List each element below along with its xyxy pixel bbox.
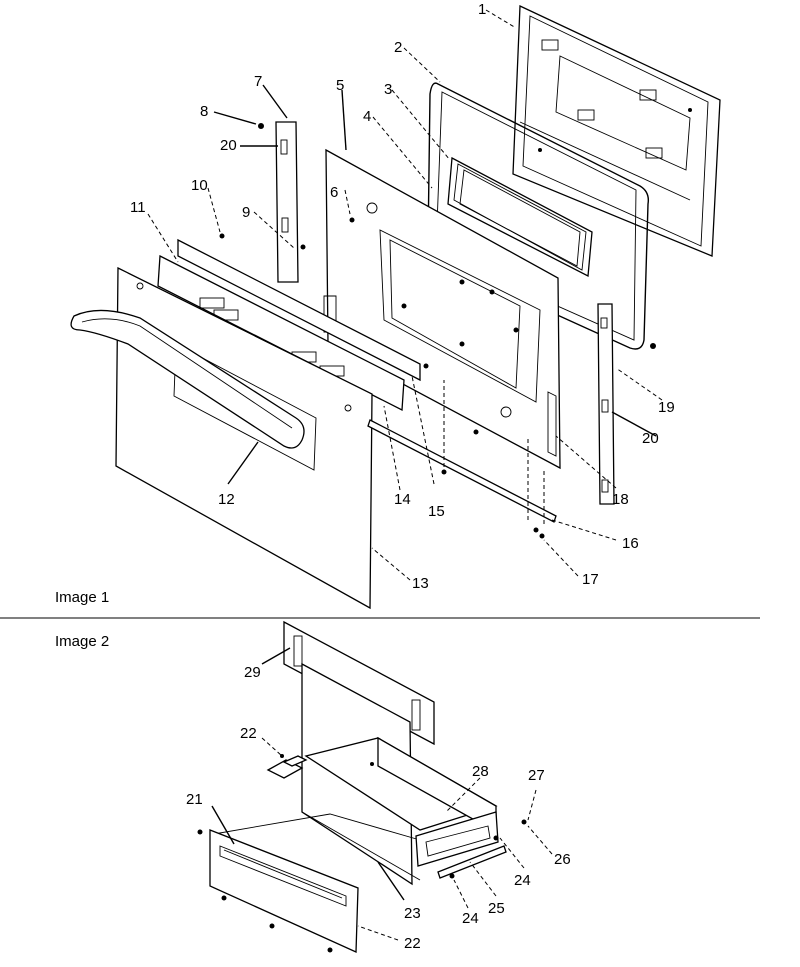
leader-lines-image-1	[147, 9, 663, 581]
callout-5: 5	[336, 77, 344, 94]
callout-6: 6	[330, 184, 338, 201]
callout-22b: 22	[404, 935, 421, 952]
panel-label-image-1: Image 1	[55, 589, 109, 606]
part-29-drawer-back	[283, 620, 435, 746]
callout-11: 11	[130, 199, 146, 216]
part-11-top-trim	[157, 238, 421, 412]
part-2-door-gasket	[427, 82, 650, 350]
callout-17: 17	[582, 571, 599, 588]
oven-door-assembly	[70, 4, 721, 610]
part-5-inner-panel	[325, 148, 561, 470]
callouts-image-2: 21 22 22 23 24 24 25 26 27 28 29	[186, 664, 571, 952]
callouts-image-1: 1 2 3 4 5 6 7 8 9 10 11 12 13 14 15 16 1…	[130, 1, 675, 592]
part-19-right-hinge-channel	[597, 303, 615, 505]
callout-4: 4	[363, 108, 371, 125]
callout-24b: 24	[462, 910, 479, 927]
part-12-door-handle	[70, 309, 305, 449]
panel-label-image-2: Image 2	[55, 633, 109, 650]
callout-15: 15	[428, 503, 445, 520]
part-16-bottom-rail	[367, 419, 557, 523]
callout-19: 19	[658, 399, 675, 416]
callout-23: 23	[404, 905, 421, 922]
callout-13: 13	[412, 575, 429, 592]
callout-27: 27	[528, 767, 545, 784]
callout-28: 28	[472, 763, 489, 780]
callout-1: 1	[478, 1, 486, 18]
part-3-window-assembly	[447, 156, 593, 278]
callout-2: 2	[394, 39, 402, 56]
part-23-drawer-body	[213, 662, 498, 886]
callout-7: 7	[254, 73, 262, 90]
callout-29: 29	[244, 664, 261, 681]
part-1-inner-liner	[512, 4, 721, 257]
callout-20a: 20	[220, 137, 237, 154]
callout-14: 14	[394, 491, 411, 508]
callout-16: 16	[622, 535, 639, 552]
callout-8: 8	[200, 103, 208, 120]
callout-22a: 22	[240, 725, 257, 742]
callout-9: 9	[242, 204, 250, 221]
part-28-drawer-side	[415, 811, 499, 867]
callout-21: 21	[186, 791, 203, 808]
callout-18: 18	[612, 491, 629, 508]
leader-lines-image-2	[211, 647, 553, 941]
callout-3: 3	[384, 81, 392, 98]
callout-10: 10	[191, 177, 208, 194]
callout-12: 12	[218, 491, 235, 508]
part-25-slide-rail	[437, 845, 507, 879]
part-22-bracket	[266, 755, 308, 779]
part-21-drawer-front	[209, 829, 359, 953]
callout-25: 25	[488, 900, 505, 917]
callout-24a: 24	[514, 872, 531, 889]
callout-26: 26	[554, 851, 571, 868]
drawer-assembly	[197, 620, 527, 953]
callout-20b: 20	[642, 430, 659, 447]
